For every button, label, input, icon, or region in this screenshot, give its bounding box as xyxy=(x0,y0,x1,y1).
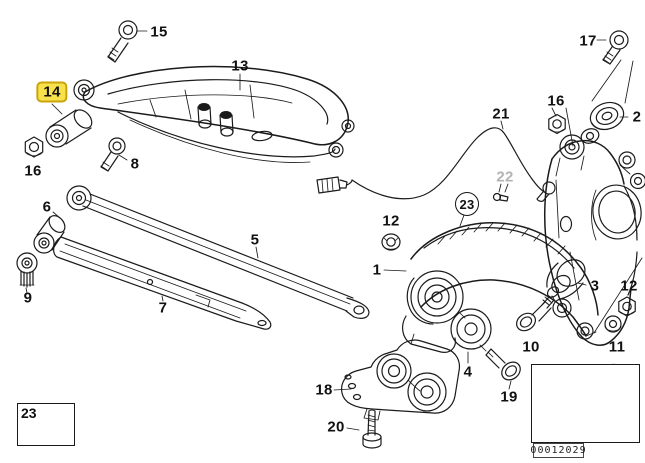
part-callout-10[interactable]: 10 xyxy=(522,338,540,356)
part-callout-4[interactable]: 4 xyxy=(463,363,473,381)
part-callout-19[interactable]: 19 xyxy=(500,388,518,406)
cover-7 xyxy=(53,236,272,330)
leader-lines xyxy=(25,30,643,431)
part-callout-16-right[interactable]: 16 xyxy=(547,92,565,110)
bracket-18 xyxy=(341,339,461,421)
rubber-stop xyxy=(219,111,234,137)
part-callout-8[interactable]: 8 xyxy=(130,155,140,173)
bolt-8 xyxy=(100,137,126,172)
part-callout-3[interactable]: 3 xyxy=(590,277,600,295)
screw-22 xyxy=(492,192,509,202)
part-callout-7[interactable]: 7 xyxy=(158,299,168,317)
bolt-20 xyxy=(362,409,382,449)
upper-control-arm-13 xyxy=(73,65,355,163)
clip-inset-label: 23 xyxy=(21,405,37,421)
wheel-carrier-knuckle xyxy=(543,128,645,346)
bushing-2 xyxy=(589,101,625,131)
bolt-9 xyxy=(16,252,38,288)
part-callout-6[interactable]: 6 xyxy=(42,198,52,216)
car-location-inset-box xyxy=(531,364,640,443)
part-callout-23-circled[interactable]: 23 xyxy=(455,192,479,216)
rubber-stop xyxy=(197,103,212,129)
nut-12-right xyxy=(618,296,636,317)
washer-11 xyxy=(604,315,622,333)
part-callout-1[interactable]: 1 xyxy=(372,261,382,279)
part-callout-11[interactable]: 11 xyxy=(608,338,626,356)
part-callout-20[interactable]: 20 xyxy=(327,418,345,436)
part-callout-15[interactable]: 15 xyxy=(150,23,168,41)
bolt-17 xyxy=(602,30,629,65)
bushing-6 xyxy=(33,215,66,254)
cable-clip-inset-box xyxy=(17,403,75,446)
lateral-arm-rod xyxy=(66,185,370,319)
part-callout-13[interactable]: 13 xyxy=(231,57,249,75)
part-callout-2[interactable]: 2 xyxy=(632,108,642,126)
bolt-15 xyxy=(107,20,138,63)
nut-16-right xyxy=(548,113,566,135)
diagram-code: 00012029 xyxy=(530,443,587,458)
part-callout-12-right[interactable]: 12 xyxy=(620,277,638,295)
bolt-19 xyxy=(485,348,521,381)
part-callout-22-muted[interactable]: 22 xyxy=(496,168,514,186)
nut-16-left xyxy=(24,136,44,158)
part-callout-9[interactable]: 9 xyxy=(23,289,33,307)
part-callout-17[interactable]: 17 xyxy=(579,32,597,50)
part-callout-16-left[interactable]: 16 xyxy=(24,162,42,180)
part-callout-5[interactable]: 5 xyxy=(250,231,260,249)
part-callout-21[interactable]: 21 xyxy=(492,105,510,123)
part-callout-18[interactable]: 18 xyxy=(315,381,333,399)
part-callout-12-left[interactable]: 12 xyxy=(382,212,400,230)
trailing-arm-1 xyxy=(401,222,599,353)
nut-12-left xyxy=(381,233,401,251)
part-callout-14-highlighted[interactable]: 14 xyxy=(36,81,68,103)
bolt-10 xyxy=(516,295,556,332)
bushing-4 xyxy=(450,308,492,352)
bushing-14 xyxy=(45,109,93,148)
abs-sensor-cable-21 xyxy=(316,127,556,202)
